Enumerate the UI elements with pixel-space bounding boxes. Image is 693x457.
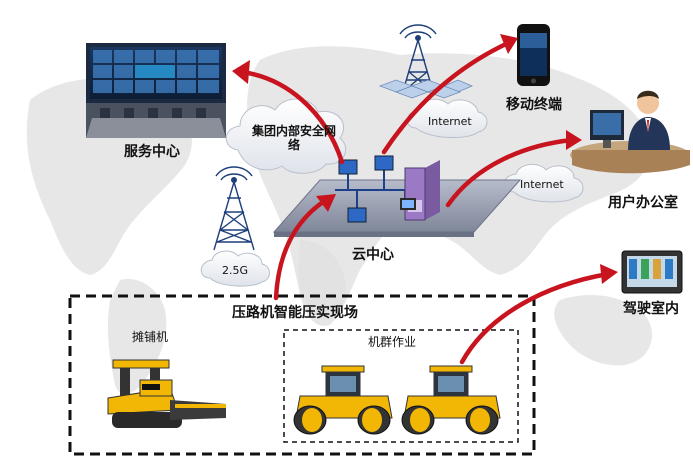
paver-machine-image: [107, 359, 226, 428]
internal-network-cloud: [225, 98, 347, 174]
fleet-label: 机群作业: [368, 335, 417, 349]
internet-label-top: Internet: [428, 115, 472, 128]
arrow-to-service-center: [239, 69, 345, 165]
user-office-label: 用户办公室: [608, 195, 678, 211]
internet-cloud-right: [503, 164, 584, 203]
network-25g-cloud: [200, 250, 270, 287]
mobile-terminal-label: 移动终端: [506, 97, 562, 113]
cloud-center-label: 云中心: [352, 247, 394, 263]
site-title: 压路机智能压实现场: [232, 305, 358, 321]
computer-icon: [338, 155, 394, 223]
internet-label-right: Internet: [520, 178, 564, 191]
arrow-to-cloud-center: [273, 197, 329, 301]
radio-tower-left: [213, 166, 255, 251]
arrow-heads: [232, 34, 618, 284]
construction-site-box: [68, 294, 536, 456]
internal-network-label: 集团内部安全网络: [252, 124, 337, 152]
road-roller-image-2: [401, 365, 501, 435]
cab-display-image: [621, 250, 683, 294]
arrow-to-mobile-terminal: [381, 40, 511, 155]
road-roller-image-1: [293, 365, 393, 435]
service-center-label: 服务中心: [124, 144, 180, 160]
arrow-to-cab: [459, 271, 611, 365]
paver-label: 摊铺机: [132, 330, 169, 344]
mobile-phone-image: [517, 24, 550, 86]
network-25g-label: 2.5G: [222, 264, 249, 277]
fleet-operation-box: [283, 329, 519, 443]
server-icon: [400, 160, 440, 221]
user-office-image: [570, 90, 690, 174]
cab-label: 驾驶室内: [623, 301, 679, 317]
data-flow-arrows: [239, 40, 611, 365]
service-center-image: [86, 43, 226, 138]
arrow-to-user-office: [445, 137, 575, 208]
